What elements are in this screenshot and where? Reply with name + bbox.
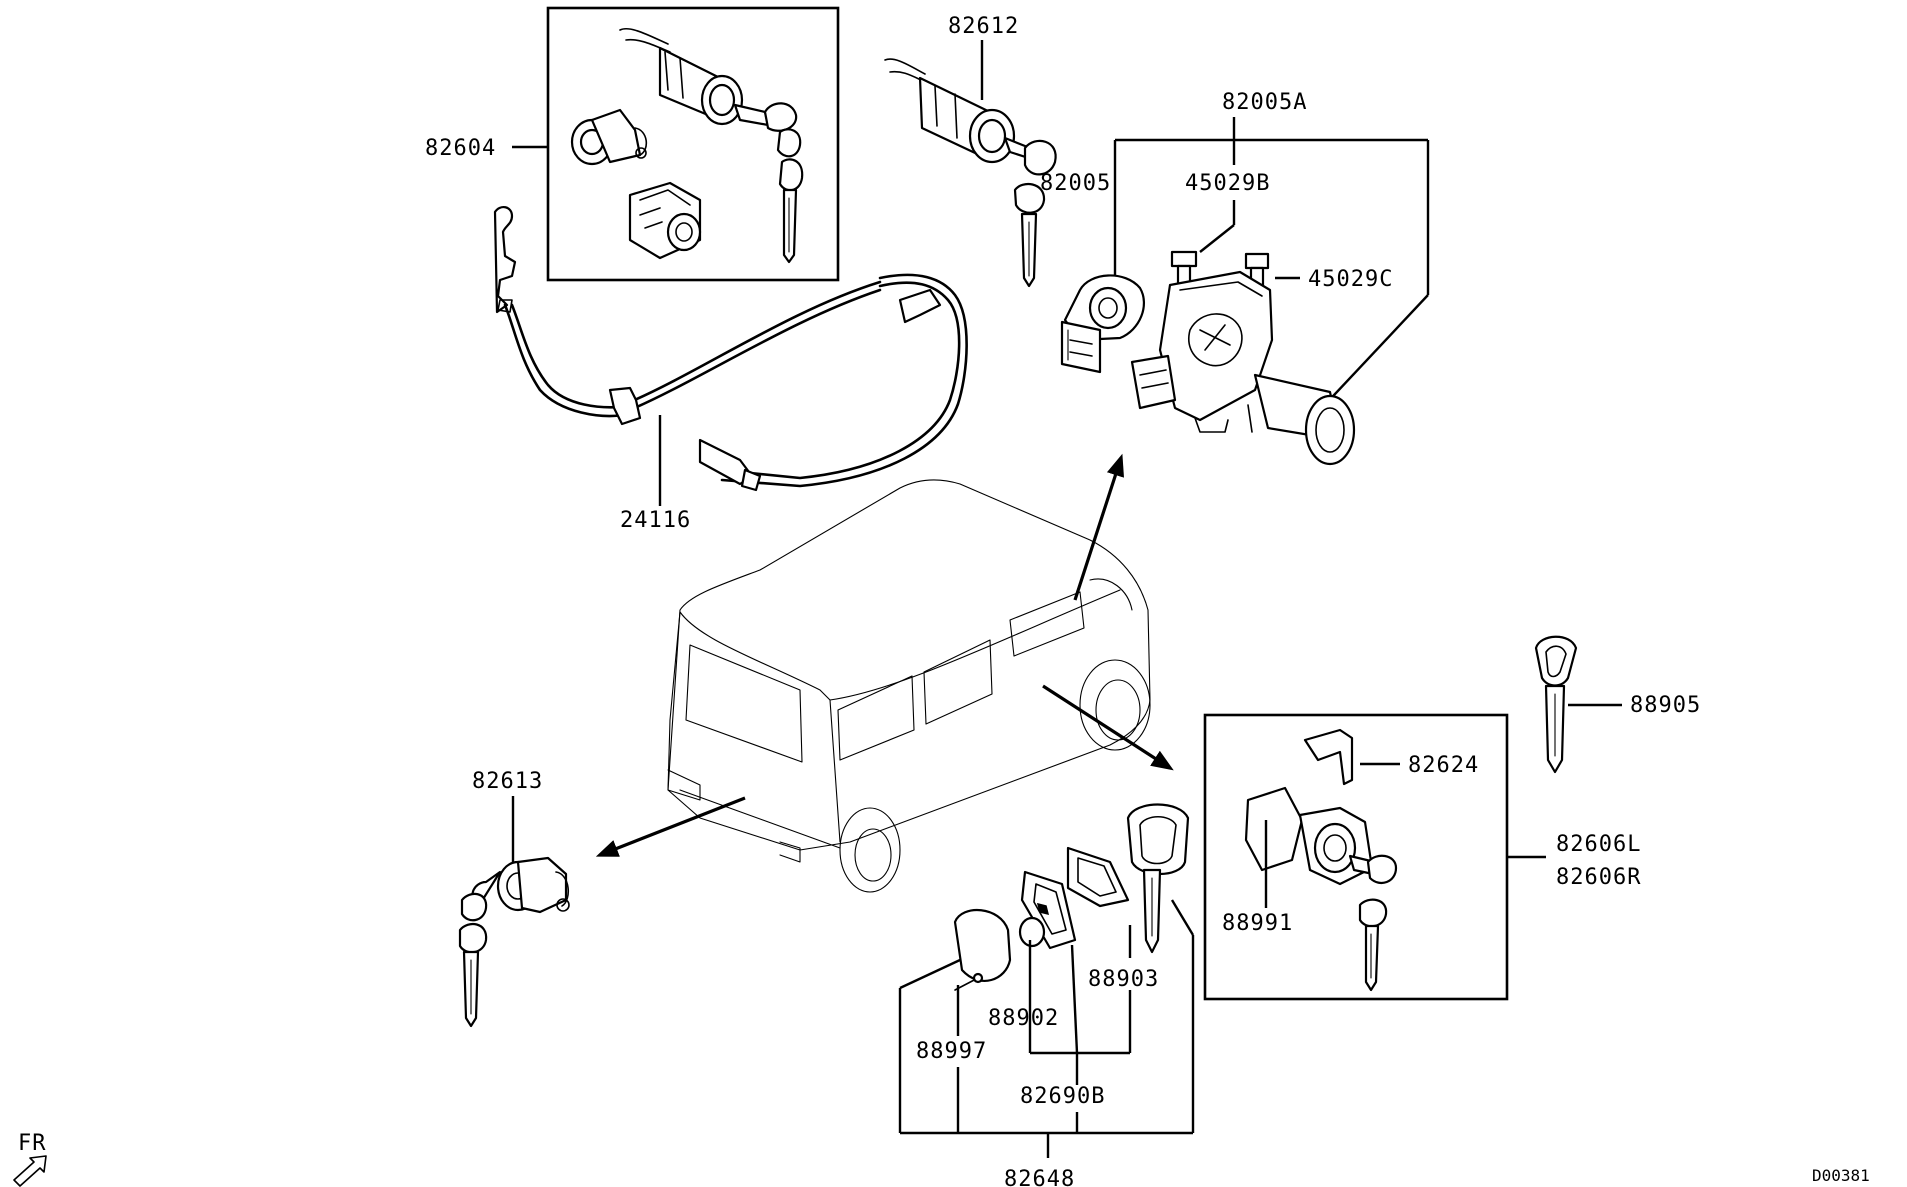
label-82606R: 82606R (1556, 865, 1641, 890)
label-88905: 88905 (1630, 693, 1701, 718)
lock-set-frame (546, 6, 840, 282)
label-82005: 82005 (1040, 171, 1111, 196)
label-82624: 82624 (1408, 753, 1479, 778)
fr-label: FR (18, 1131, 47, 1156)
remote-key-set-82648 (953, 803, 1190, 991)
fr-arrow-icon (13, 1155, 47, 1187)
arrow-to-rear-lock (595, 796, 746, 857)
label-88991: 88991 (1222, 911, 1293, 936)
ignition-cylinder-illustration (619, 28, 804, 264)
van-outline (667, 479, 1151, 893)
label-82690B: 82690B (1020, 1084, 1105, 1109)
steering-lock-assembly (1060, 250, 1356, 466)
bracket-82648 (898, 899, 1195, 1158)
label-88903: 88903 (1088, 967, 1159, 992)
door-lock-set-82606 (1244, 728, 1398, 992)
leader-45029B-b (1199, 224, 1235, 253)
front-orientation-marker: FR (13, 1131, 47, 1187)
door-cylinder-illustration (570, 108, 648, 166)
label-82604: 82604 (425, 136, 496, 161)
key-88905 (1534, 635, 1578, 774)
bracket-82005A (1113, 117, 1430, 411)
label-88997: 88997 (916, 1039, 987, 1064)
label-24116: 24116 (620, 508, 691, 533)
arrow-to-door-lock (1042, 684, 1174, 771)
door-cylinder-2-illustration (628, 181, 702, 260)
rear-lock-82613 (458, 856, 570, 1028)
drawing-code: D00381 (1812, 1166, 1870, 1185)
label-82606L: 82606L (1556, 832, 1641, 857)
lock-set-82604 (546, 6, 840, 282)
label-88902: 88902 (988, 1006, 1059, 1031)
label-45029B: 45029B (1185, 171, 1270, 196)
label-82005A: 82005A (1222, 90, 1307, 115)
ignition-cylinder-82612 (884, 58, 1057, 288)
label-82613: 82613 (472, 769, 543, 794)
arrow-to-steering-lock (1073, 453, 1125, 601)
label-45029C: 45029C (1308, 267, 1393, 292)
cable-24116 (493, 206, 968, 492)
label-82648: 82648 (1004, 1167, 1075, 1187)
label-82612: 82612 (948, 14, 1019, 39)
